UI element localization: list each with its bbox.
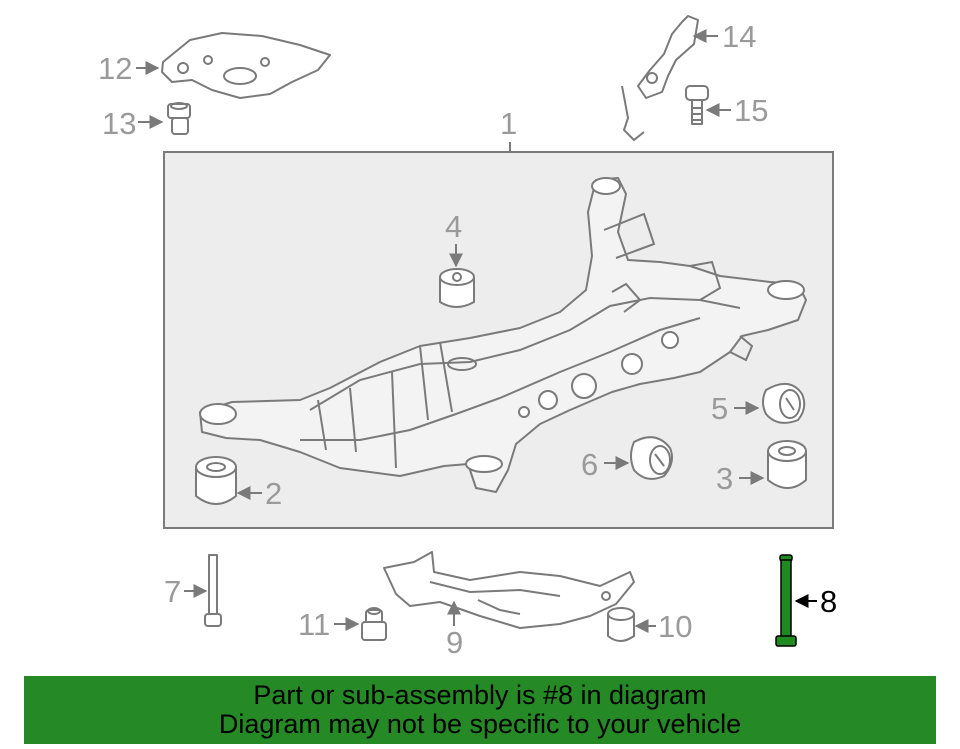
- callout-15: 15: [734, 93, 768, 128]
- part-9-shield[interactable]: [383, 551, 635, 629]
- callout-6: 6: [581, 447, 598, 482]
- part-10-nut[interactable]: [607, 607, 635, 642]
- part-12-shield[interactable]: [161, 32, 331, 99]
- callout-1: 1: [500, 106, 517, 141]
- callout-14: 14: [722, 19, 756, 54]
- callout-13: 13: [102, 106, 136, 141]
- part-11-nut[interactable]: [361, 607, 387, 641]
- part-6-bushing[interactable]: [630, 436, 673, 480]
- part-3-bushing[interactable]: [767, 440, 807, 489]
- callout-4: 4: [445, 209, 462, 244]
- part-13-nut[interactable]: [167, 102, 191, 135]
- part-7-bolt[interactable]: [204, 554, 222, 627]
- callout-10: 10: [658, 609, 692, 644]
- callout-11: 11: [298, 607, 330, 642]
- part-14-sensor-bracket[interactable]: [621, 15, 699, 142]
- callout-7: 7: [164, 574, 181, 609]
- part-5-bushing[interactable]: [762, 383, 806, 424]
- part-8-bolt-highlighted[interactable]: [775, 554, 797, 647]
- part-2-bushing[interactable]: [195, 456, 237, 505]
- callout-12: 12: [98, 51, 132, 86]
- banner-line-2: Diagram may not be specific to your vehi…: [218, 709, 742, 739]
- callout-2: 2: [265, 476, 282, 511]
- callout-5: 5: [711, 391, 728, 426]
- banner-line-1: Part or sub-assembly is #8 in diagram: [253, 680, 707, 710]
- part-1-subframe[interactable]: [199, 177, 807, 493]
- part-4-bushing[interactable]: [439, 268, 475, 308]
- callout-8: 8: [820, 584, 837, 619]
- callout-9: 9: [446, 625, 463, 660]
- callout-3: 3: [716, 461, 733, 496]
- info-banner: Part or sub-assembly is #8 in diagram Di…: [24, 676, 936, 744]
- part-15-bolt[interactable]: [685, 85, 709, 125]
